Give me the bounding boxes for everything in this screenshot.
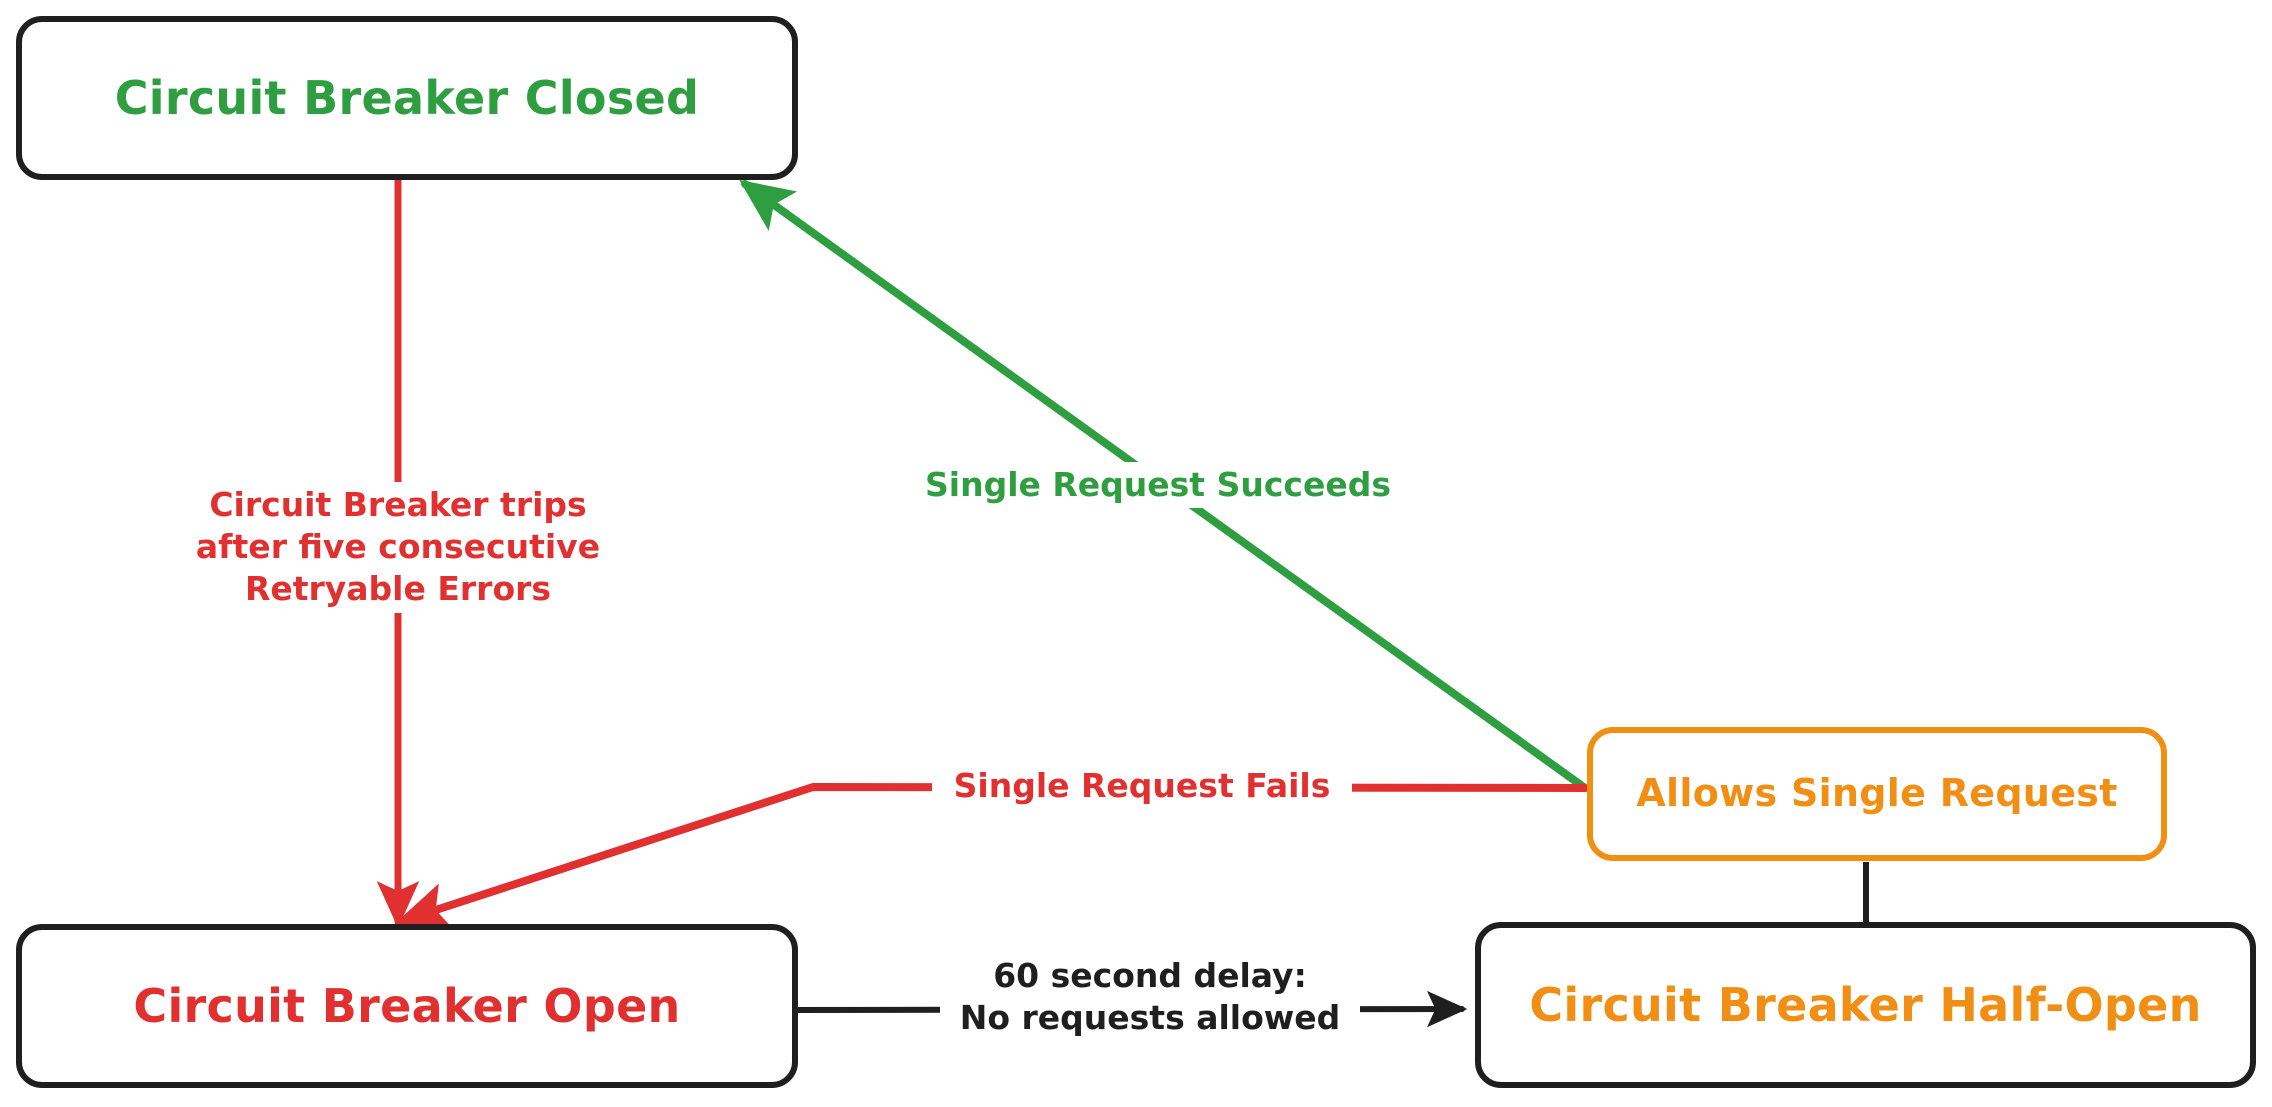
node-circuit-breaker-half-open-label: Circuit Breaker Half-Open — [1529, 977, 2202, 1032]
node-circuit-breaker-closed[interactable]: Circuit Breaker Closed — [16, 16, 798, 180]
node-circuit-breaker-open-label: Circuit Breaker Open — [133, 978, 681, 1033]
node-circuit-breaker-open[interactable]: Circuit Breaker Open — [16, 924, 798, 1088]
node-circuit-breaker-half-open[interactable]: Circuit Breaker Half-Open — [1475, 922, 2256, 1088]
node-allows-single-request[interactable]: Allows Single Request — [1587, 727, 2167, 861]
edge-label-single-request-succeeds: Single Request Succeeds — [908, 462, 1408, 509]
edge-label-open-to-half-open: 60 second delay: No requests allowed — [940, 953, 1360, 1042]
node-circuit-breaker-closed-label: Circuit Breaker Closed — [114, 70, 700, 125]
edge-label-single-request-fails: Single Request Fails — [932, 763, 1352, 810]
edge-label-closed-to-open: Circuit Breaker trips after five consecu… — [178, 482, 618, 613]
node-allows-single-request-label: Allows Single Request — [1636, 771, 2118, 816]
